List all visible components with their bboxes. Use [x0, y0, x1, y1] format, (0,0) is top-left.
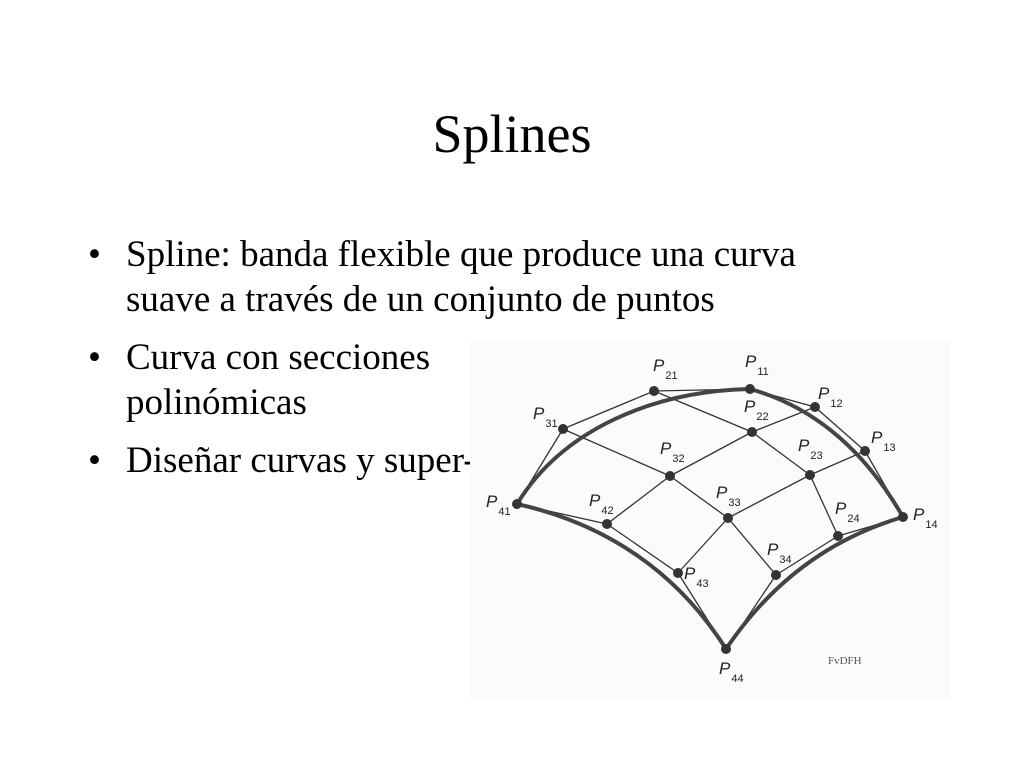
- control-point-label-21: P21: [653, 356, 678, 382]
- bezier-surface-svg: P11P12P13P14P21P22P23P24P31P32P33P34P41P…: [486, 352, 938, 685]
- boundary-curve-left-bottom: [515, 502, 728, 651]
- control-point-42: [602, 519, 612, 529]
- boundary-curve-left-top: [515, 387, 752, 506]
- control-point-label-22: P22: [744, 397, 769, 423]
- bullet-mark: •: [88, 440, 101, 481]
- boundary-curve-right-bottom: [724, 515, 905, 651]
- net-column-segment: [606, 475, 671, 525]
- net-row-segment: [562, 428, 671, 477]
- bullet-text: Spline: banda flexible que produce una c…: [126, 234, 796, 320]
- control-point-14: [898, 512, 908, 522]
- control-point-33: [723, 513, 733, 523]
- slide-title: Splines: [432, 104, 592, 164]
- net-column-segment: [677, 517, 729, 574]
- control-point-label-43: P43: [684, 564, 709, 590]
- control-point-label-24: P24: [835, 499, 860, 525]
- control-point-label-42: P42: [589, 491, 614, 517]
- bullet-mark: •: [88, 234, 101, 275]
- control-point-label-41: P41: [486, 492, 511, 518]
- net-column-segment: [775, 535, 839, 576]
- control-point-24: [833, 531, 843, 541]
- control-point-22: [747, 427, 757, 437]
- net-column-segment: [562, 390, 655, 430]
- control-point-43: [673, 568, 683, 578]
- bullet-item: • Curva con secciones polinómicas: [84, 335, 864, 425]
- control-point-label-31: P31: [533, 404, 558, 430]
- net-row-segment: [669, 475, 729, 519]
- control-net: [516, 388, 904, 650]
- control-point-labels: P11P12P13P14P21P22P23P24P31P32P33P34P41P…: [486, 352, 938, 685]
- control-point-label-32: P32: [660, 439, 685, 465]
- control-points: [512, 384, 908, 654]
- control-point-13: [860, 446, 870, 456]
- control-point-label-44: P44: [719, 659, 744, 685]
- control-point-label-13: P13: [871, 428, 896, 454]
- control-point-12: [810, 402, 820, 412]
- net-row-segment: [809, 474, 839, 537]
- control-point-label-12: P12: [818, 384, 843, 410]
- control-point-label-33: P33: [716, 483, 741, 509]
- boundary-curve-right-top: [748, 387, 905, 519]
- net-row-segment: [653, 390, 753, 433]
- net-column-segment: [727, 474, 811, 519]
- bullet-list: • Spline: banda flexible que produce una…: [84, 232, 864, 496]
- control-point-label-14: P14: [913, 505, 938, 531]
- bullet-mark: •: [88, 337, 101, 378]
- net-row-segment: [727, 517, 777, 576]
- control-point-label-34: P34: [767, 540, 792, 566]
- surface-boundary: [515, 387, 905, 651]
- control-point-31: [558, 424, 568, 434]
- control-point-21: [649, 386, 659, 396]
- control-point-34: [771, 570, 781, 580]
- figure-credit: FvDFH: [828, 655, 862, 667]
- bullet-text: Curva con secciones polinómicas: [126, 337, 431, 423]
- net-row-segment: [814, 406, 866, 452]
- control-point-44: [721, 644, 731, 654]
- control-point-11: [745, 384, 755, 394]
- control-point-41: [512, 499, 522, 509]
- control-point-label-11: P11: [745, 352, 769, 378]
- control-point-32: [665, 471, 675, 481]
- control-point-23: [805, 470, 815, 480]
- control-point-label-23: P23: [798, 436, 823, 462]
- net-row-segment: [751, 431, 811, 476]
- bullet-item: • Spline: banda flexible que produce una…: [84, 232, 864, 322]
- net-column-segment: [669, 431, 753, 477]
- net-row-segment: [606, 523, 679, 574]
